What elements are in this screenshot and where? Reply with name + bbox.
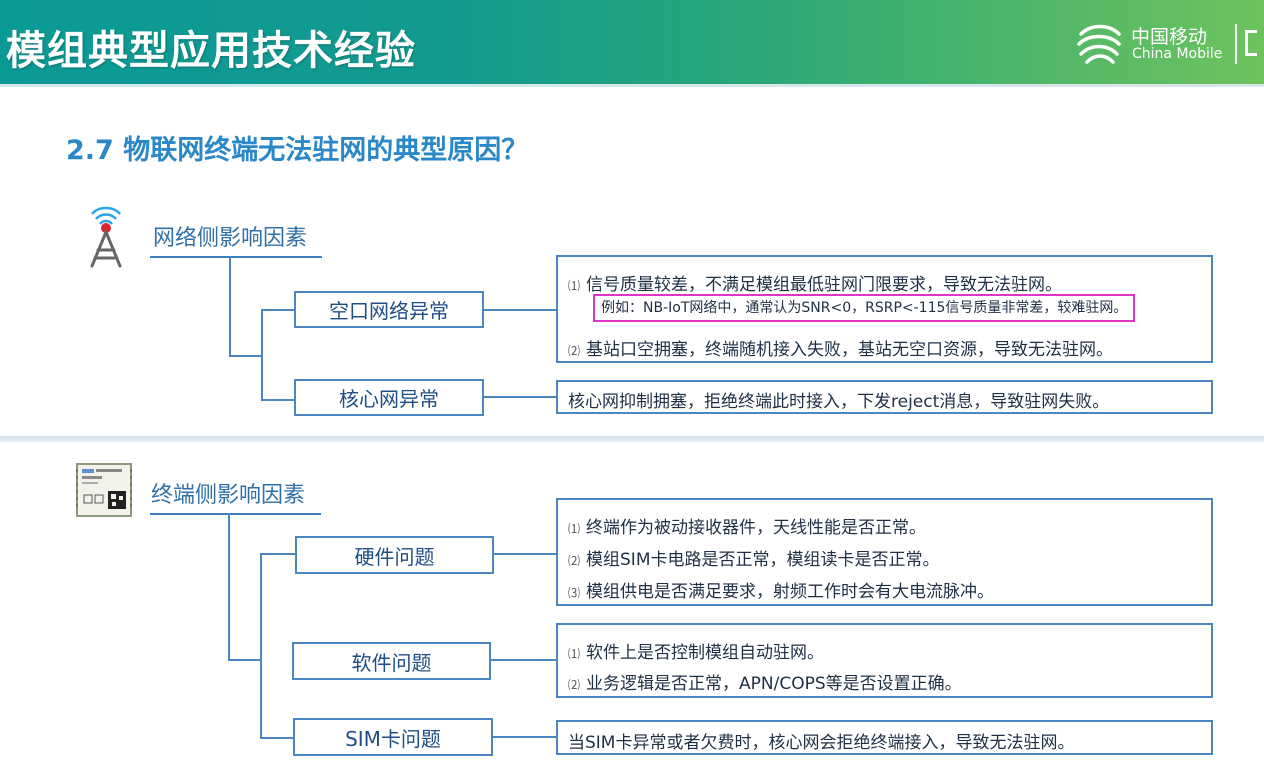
item-text: 信号质量较差，不满足模组最低驻网门限要求，导致无法驻网。	[586, 275, 1063, 295]
node-hardware-issue: 硬件问题	[295, 536, 494, 574]
connector	[228, 513, 230, 661]
list-item: ⑴ 软件上是否控制模组自动驻网。	[568, 638, 824, 663]
list-item: 当SIM卡异常或者欠费时，核心网会拒绝终端接入，导致无法驻网。	[568, 728, 1074, 753]
nb-iot-module-icon	[76, 463, 132, 517]
item-number: ⑴	[568, 522, 581, 536]
item-text: 软件上是否控制模组自动驻网。	[586, 643, 825, 663]
connector	[261, 309, 295, 311]
detail-hardware: ⑴ 终端作为被动接收器件，天线性能是否正常。 ⑵ 模组SIM卡电路是否正常，模组读卡…	[556, 498, 1213, 606]
connector	[490, 659, 557, 661]
item-number: ⑴	[568, 647, 581, 661]
list-item: ⑵ 业务逻辑是否正常，APN/COPS等是否设置正确。	[568, 669, 962, 694]
item-number: ⑶	[568, 586, 581, 600]
terminal-factors-title: 终端侧影响因素	[151, 483, 306, 508]
item-text: 基站口空拥塞，终端随机接入失败，基站无空口资源，导致无法驻网。	[586, 340, 1114, 360]
item-text: 模组供电是否满足要求，射频工作时会有大电流脉冲。	[586, 582, 995, 602]
china-mobile-logo-icon	[1077, 24, 1121, 64]
list-item: ⑴ 终端作为被动接收器件，天线性能是否正常。	[568, 513, 926, 538]
item-number: ⑵	[568, 678, 581, 692]
logo-separator	[1235, 24, 1237, 64]
logo-fragment	[1245, 30, 1257, 56]
section-divider	[0, 436, 1264, 442]
connector	[483, 309, 557, 311]
china-mobile-logo: 中国移动 China Mobile	[1075, 20, 1264, 68]
item-text: 终端作为被动接收器件，天线性能是否正常。	[586, 518, 927, 538]
item-number: ⑴	[568, 279, 581, 293]
detail-sim-card: 当SIM卡异常或者欠费时，核心网会拒绝终端接入，导致无法驻网。	[556, 720, 1213, 755]
node-sim-card-issue: SIM卡问题	[293, 718, 493, 756]
logo-text-cn: 中国移动	[1131, 26, 1208, 48]
header-banner: 模组典型应用技术经验 中国移动 China Mobile	[0, 0, 1264, 84]
logo-text-en: China Mobile	[1132, 46, 1223, 62]
connector	[260, 553, 262, 739]
node-air-interface-abnormal: 空口网络异常	[294, 291, 484, 328]
detail-core-network: 核心网抑制拥塞，拒绝终端此时接入，下发reject消息，导致驻网失败。	[556, 380, 1213, 414]
item-text: 当SIM卡异常或者欠费时，核心网会拒绝终端接入，导致无法驻网。	[568, 733, 1075, 753]
list-item: ⑶ 模组供电是否满足要求，射频工作时会有大电流脉冲。	[568, 577, 994, 602]
page-title: 模组典型应用技术经验	[6, 28, 416, 74]
list-item: ⑴ 信号质量较差，不满足模组最低驻网门限要求，导致无法驻网。	[568, 270, 1062, 295]
list-item: 核心网抑制拥塞，拒绝终端此时接入，下发reject消息，导致驻网失败。	[568, 387, 1109, 412]
list-item: ⑵ 模组SIM卡电路是否正常，模组读卡是否正常。	[568, 545, 940, 570]
banner-underline	[0, 84, 1264, 87]
connector	[229, 355, 263, 357]
terminal-title-underline	[150, 513, 321, 515]
connector	[228, 659, 262, 661]
network-title-underline	[150, 256, 322, 258]
detail-air-interface: ⑴ 信号质量较差，不满足模组最低驻网门限要求，导致无法驻网。 例如：NB-IoT网…	[556, 255, 1213, 363]
connector	[261, 309, 263, 401]
connector	[492, 736, 557, 738]
connector	[483, 396, 557, 398]
section-title: 2.7 物联网终端无法驻网的典型原因？	[66, 135, 529, 166]
connector	[229, 256, 231, 357]
item-text: 模组SIM卡电路是否正常，模组读卡是否正常。	[586, 550, 940, 570]
item-text: 业务逻辑是否正常，APN/COPS等是否设置正确。	[586, 674, 962, 694]
item-number: ⑵	[568, 554, 581, 568]
detail-software: ⑴ 软件上是否控制模组自动驻网。 ⑵ 业务逻辑是否正常，APN/COPS等是否设置正…	[556, 623, 1213, 698]
node-core-network-abnormal: 核心网异常	[294, 379, 484, 416]
highlight-note: 例如：NB-IoT网络中，通常认为SNR<0，RSRP<-115信号质量非常差，…	[593, 294, 1136, 322]
node-software-issue: 软件问题	[292, 642, 491, 680]
antenna-tower-icon	[90, 206, 122, 268]
connector	[261, 399, 295, 401]
connector	[260, 737, 294, 739]
list-item: ⑵ 基站口空拥塞，终端随机接入失败，基站无空口资源，导致无法驻网。	[568, 335, 1113, 360]
network-factors-title: 网络侧影响因素	[153, 226, 308, 251]
connector	[260, 553, 296, 555]
item-text: 核心网抑制拥塞，拒绝终端此时接入，下发reject消息，导致驻网失败。	[568, 392, 1110, 412]
item-number: ⑵	[568, 344, 581, 358]
connector	[493, 553, 557, 555]
